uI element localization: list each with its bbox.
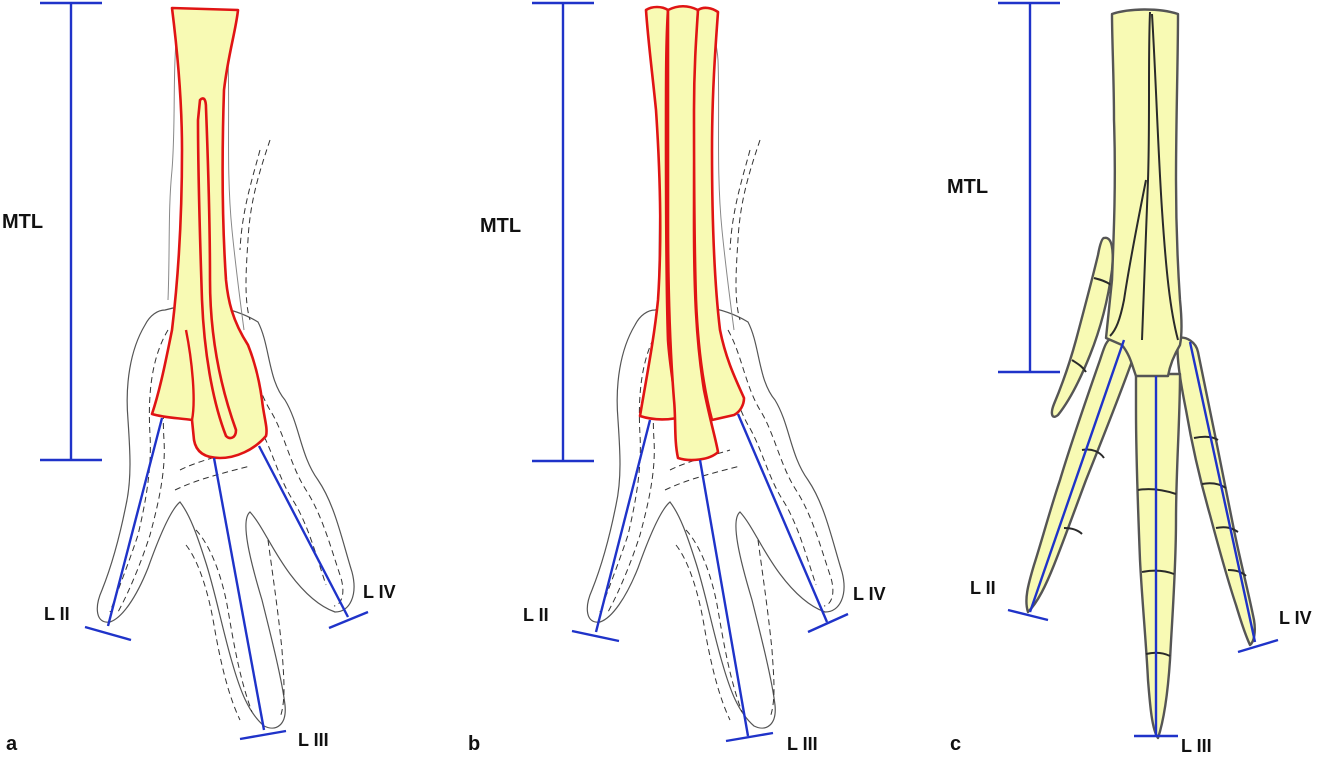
digit-2-line-b [594, 419, 652, 633]
digit-3-phalanges-c [1134, 372, 1182, 740]
mtl-label-a: MTL [2, 211, 43, 233]
digit-3-label-c: L III [1181, 736, 1212, 756]
digit-3-line-a [212, 457, 266, 731]
digit-4-line-a [257, 445, 350, 618]
digit-2-cap-b [571, 629, 620, 643]
panel-letter-a: a [6, 733, 18, 755]
digit-2-line-a [106, 417, 164, 627]
digit-4-label-a: L IV [363, 582, 396, 602]
digit-3-cap-b [725, 731, 774, 743]
digit-2-phalanges-c [1025, 336, 1138, 614]
metatarsus-distal-suture-a [184, 329, 195, 421]
digit-4-label-b: L IV [853, 584, 886, 604]
digit-3-cap-a [239, 729, 287, 741]
panel-letter-b: b [468, 733, 480, 755]
panel-letter-c: c [950, 733, 961, 755]
digit-3-label-b: L III [787, 734, 818, 754]
panel-c: MTL L II L III L IV c [947, 1, 1312, 756]
digit-2-cap-c [1007, 608, 1049, 622]
digit-4-phalanges-c [1176, 336, 1256, 647]
panel-a: MTL L II L III L IV a [2, 1, 396, 755]
metatarsus-slit-a [196, 97, 238, 440]
metatarsus-sutures-c [1109, 11, 1179, 341]
digit-4-joints-c [1193, 435, 1247, 577]
digit-4-cap-c [1237, 638, 1279, 654]
digit-3-line-b [698, 459, 750, 737]
digit-4-cap-b [807, 612, 849, 634]
digit-2-joints-c [1063, 448, 1105, 535]
digit-4-line-c [1188, 341, 1257, 643]
digit-2-label-b: L II [523, 605, 549, 625]
panel-b: MTL L II L III L IV b [468, 1, 886, 755]
footprint-dashes-b [599, 139, 834, 721]
digit-2-label-a: L II [44, 604, 70, 624]
digit-2-line-c [1028, 339, 1126, 613]
mtl-label-c: MTL [947, 176, 988, 198]
digit-4-label-c: L IV [1279, 608, 1312, 628]
mtl-label-b: MTL [480, 215, 521, 237]
digit-4-cap-a [328, 610, 369, 630]
digit-2-cap-a [84, 625, 132, 642]
digit-3-label-a: L III [298, 730, 329, 750]
digit-2-label-c: L II [970, 578, 996, 598]
metatarsal-4-b [692, 6, 746, 422]
digit-4-line-b [736, 413, 829, 623]
